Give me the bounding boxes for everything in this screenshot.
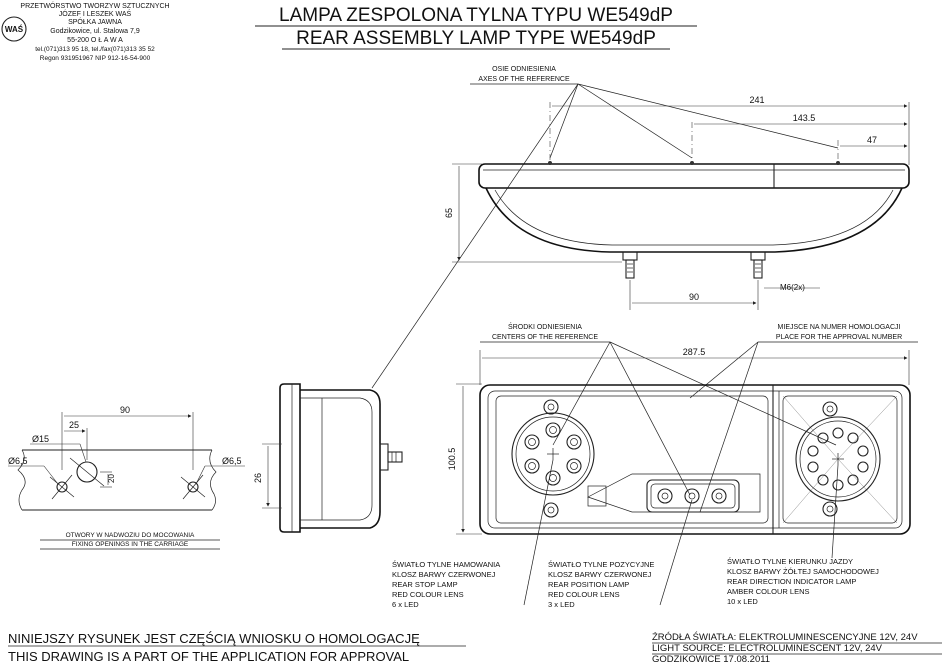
axes-label-pl: OSIE ODNIESIENIA <box>492 66 556 73</box>
side-view: 26 <box>253 383 403 533</box>
mounting-stud-right <box>753 259 763 279</box>
company-line-5: 55-200 O Ł A W A <box>67 37 123 44</box>
screw-top-left <box>543 399 559 415</box>
dim-143-5: 143.5 <box>793 113 816 123</box>
dim-287-5: 287.5 <box>683 347 706 357</box>
title-pl: LAMPA ZESPOLONA TYLNA TYPU WE549dP <box>279 5 673 26</box>
axes-label-en: AXES OF THE REFERENCE <box>478 76 570 83</box>
callout-position-line-4: RED COLOUR LENS <box>548 590 620 599</box>
position-lamp <box>646 479 740 513</box>
hole-right-small <box>187 481 199 493</box>
homolog-label-en: PLACE FOR THE APPROVAL NUMBER <box>776 334 902 341</box>
centers-label-pl: ŚRODKI ODNIESIENIA <box>508 322 582 331</box>
dim-6-5-left: Ø6,5 <box>8 456 28 466</box>
callout-position-lamp: ŚWIATŁO TYLNE POZYCYJNE KLOSZ BARWY CZER… <box>548 499 693 609</box>
holes-caption-pl: OTWORY W NADWOZIU DO MOCOWANIA <box>66 532 195 539</box>
dim-26: 26 <box>253 473 263 483</box>
callout-stop-line-1: ŚWIATŁO TYLNE HAMOWANIA <box>392 560 500 569</box>
top-view: OSIE ODNIESIENIA AXES OF THE REFERENCE 2… <box>371 66 910 389</box>
front-view: ŚRODKI ODNIESIENIA CENTERS OF THE REFERE… <box>447 322 918 535</box>
footer-right-pl: ŹRÓDŁA ŚWIATŁA: ELEKTROLUMINESCENCYJNE 1… <box>652 631 918 643</box>
homolog-label-pl: MIEJSCE NA NUMER HOMOLOGACJI <box>778 324 901 331</box>
callout-stop-line-4: RED COLOUR LENS <box>392 590 464 599</box>
holes-caption-en: FIXING OPENINGS IN THE CARRIAGE <box>72 541 189 548</box>
callout-direction-line-1: ŚWIATŁO TYLNE KIERUNKU JAZDY <box>727 557 853 566</box>
hole-left-small <box>56 481 68 493</box>
screw-top-right <box>822 401 838 417</box>
callout-position-line-3: REAR POSITION LAMP <box>548 580 629 589</box>
lamp-front-outline <box>479 384 911 535</box>
centers-label-en: CENTERS OF THE REFERENCE <box>492 334 598 341</box>
drawing-title: LAMPA ZESPOLONA TYLNA TYPU WE549dP REAR … <box>255 5 697 50</box>
company-header: WAŚ PRZETWÓRSTWO TWORZYW SZTUCZNYCH JÓZE… <box>1 1 170 62</box>
footer-left-pl: NINIEJSZY RYSUNEK JEST CZĘŚCIĄ WNIOSKU O… <box>8 631 420 646</box>
dim-90-holes: 90 <box>120 405 130 415</box>
footer-right-en: LIGHT SOURCE: ELECTROLUMINESCENT 12V, 24… <box>652 643 883 654</box>
dim-20: 20 <box>107 474 116 483</box>
direction-indicator <box>795 416 881 502</box>
mounting-holes: 90 25 Ø15 Ø6,5 Ø6,5 20 OTWORY W NADWOZIU… <box>8 405 245 550</box>
callout-position-line-2: KLOSZ BARWY CZERWONEJ <box>548 570 652 579</box>
dim-241: 241 <box>749 95 764 105</box>
footer-right: ŹRÓDŁA ŚWIATŁA: ELEKTROLUMINESCENCYJNE 1… <box>652 631 942 665</box>
screw-bottom-right <box>822 501 838 517</box>
screw-bottom-left <box>543 502 559 518</box>
top-view-housing <box>485 187 903 253</box>
callout-stop-line-3: REAR STOP LAMP <box>392 580 458 589</box>
mounting-stud-left <box>625 259 635 279</box>
red-lens-area <box>495 395 769 524</box>
callout-stop-lamp: ŚWIATŁO TYLNE HAMOWANIA KLOSZ BARWY CZER… <box>392 459 554 609</box>
callout-stop-line-2: KLOSZ BARWY CZERWONEJ <box>392 570 496 579</box>
company-logo: WAŚ <box>1 16 27 42</box>
footer-left: NINIEJSZY RYSUNEK JEST CZĘŚCIĄ WNIOSKU O… <box>8 631 466 664</box>
callout-direction-line-2: KLOSZ BARWY ŻÓŁTEJ SAMOCHODOWEJ <box>727 567 879 576</box>
company-line-2: JÓZEF I LESZEK WAŚ <box>59 9 132 18</box>
footer-left-en: THIS DRAWING IS A PART OF THE APPLICATIO… <box>8 649 409 664</box>
callout-direction-line-4: AMBER COLOUR LENS <box>727 587 810 596</box>
callout-position-line-5: 3 x LED <box>548 600 575 609</box>
title-en: REAR ASSEMBLY LAMP TYPE WE549dP <box>296 28 656 49</box>
callout-stop-line-5: 6 x LED <box>392 600 419 609</box>
callout-direction-line-3: REAR DIRECTION INDICATOR LAMP <box>727 577 856 586</box>
dim-m6: M6(2x) <box>780 283 805 292</box>
side-view-housing <box>300 389 381 529</box>
dim-100-5: 100.5 <box>447 448 457 471</box>
dim-90-top: 90 <box>689 292 699 302</box>
callout-direction-line-5: 10 x LED <box>727 597 758 606</box>
company-line-7: Regon 931951967 NIP 912-16-54-900 <box>40 55 151 62</box>
logo-letters: WAŚ <box>5 25 24 34</box>
top-view-rim <box>478 163 910 189</box>
company-line-1: PRZETWÓRSTWO TWORZYW SZTUCZNYCH <box>20 1 169 10</box>
company-line-6: tel.(071)313 95 18, tel./fax(071)313 35 … <box>35 46 155 53</box>
amber-lens-area <box>782 395 898 524</box>
side-view-stud <box>387 451 403 463</box>
footer-date: GODZIKOWICE 17.08.2011 <box>652 654 770 665</box>
dim-6-5-right: Ø6,5 <box>222 456 242 466</box>
callout-direction-indicator: ŚWIATŁO TYLNE KIERUNKU JAZDY KLOSZ BARWY… <box>727 464 879 606</box>
dim-47: 47 <box>867 135 877 145</box>
callout-position-line-1: ŚWIATŁO TYLNE POZYCYJNE <box>548 560 654 569</box>
dim-25: 25 <box>69 420 79 430</box>
dim-15: Ø15 <box>32 434 49 444</box>
hole-center-large <box>76 461 98 483</box>
dim-65: 65 <box>444 208 454 218</box>
company-line-3: SPÓŁKA JAWNA <box>68 17 122 26</box>
company-line-4: Godzikowice, ul. Stalowa 7,9 <box>50 28 140 35</box>
stop-lamp <box>511 412 595 496</box>
